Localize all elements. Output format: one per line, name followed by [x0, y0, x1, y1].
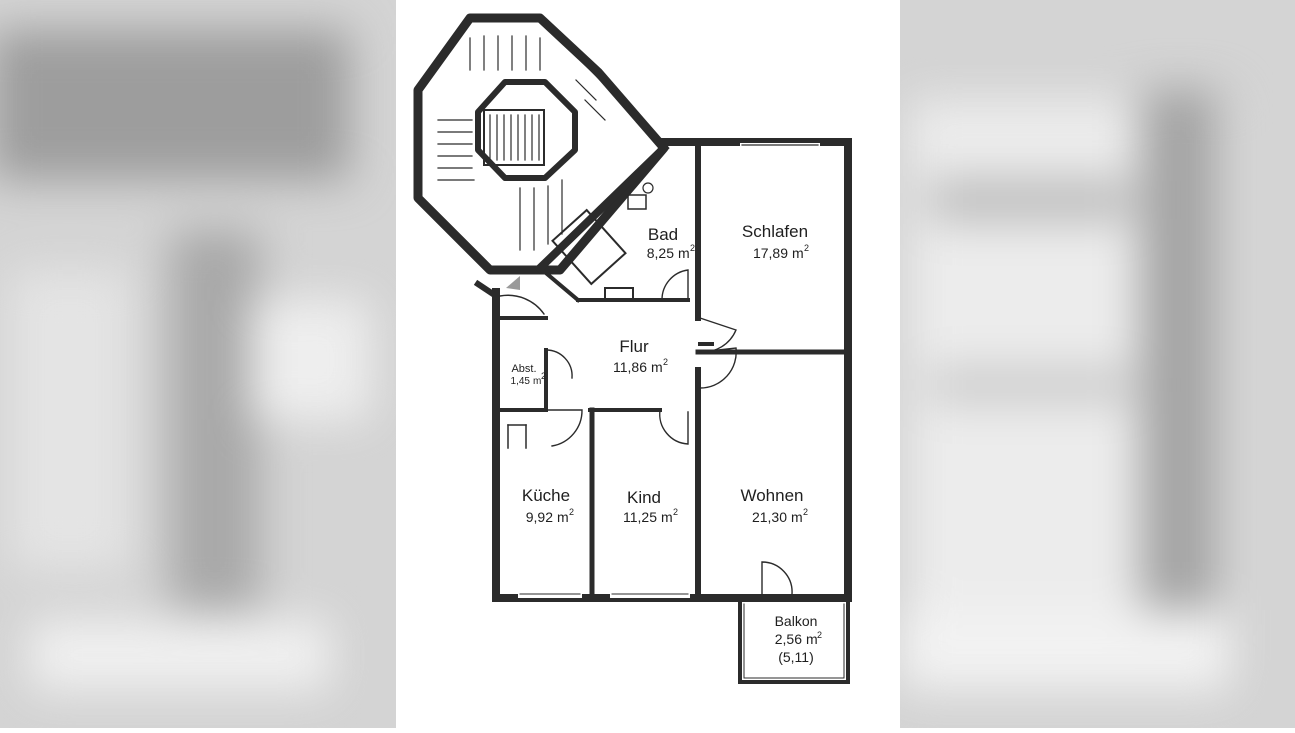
- door-swings: [499, 269, 793, 595]
- svg-text:8,25: 8,25: [647, 245, 674, 261]
- svg-text:2: 2: [803, 507, 808, 517]
- svg-text:m: m: [533, 376, 541, 387]
- svg-text:m: m: [661, 509, 673, 525]
- svg-text:m: m: [557, 509, 569, 525]
- svg-text:2,56: 2,56: [775, 631, 802, 647]
- room-label-bad: Bad 8,25 m 2: [647, 225, 695, 261]
- interior-walls: [500, 143, 849, 599]
- svg-text:11,25: 11,25: [623, 509, 657, 525]
- svg-text:Balkon: Balkon: [775, 613, 818, 629]
- svg-text:Schlafen: Schlafen: [742, 222, 808, 241]
- svg-text:m: m: [678, 245, 690, 261]
- svg-text:m: m: [792, 245, 804, 261]
- svg-text:11,86: 11,86: [613, 359, 647, 375]
- floor-plan-drawing: Bad 8,25 m 2 Schlafen 17,89 m 2 Flur 11,…: [413, 13, 852, 684]
- bathroom-walls: [534, 142, 690, 303]
- svg-text:Küche: Küche: [522, 486, 570, 505]
- svg-text:(5,11): (5,11): [778, 649, 814, 665]
- sink: [627, 194, 647, 210]
- svg-text:2: 2: [569, 507, 574, 517]
- entry-triangle-icon: [506, 276, 520, 290]
- shaft: [604, 287, 634, 301]
- svg-text:21,30: 21,30: [752, 509, 787, 525]
- svg-text:9,92: 9,92: [526, 509, 553, 525]
- blurred-background-right: [900, 0, 1295, 728]
- svg-text:Bad: Bad: [648, 225, 678, 244]
- svg-text:17,89: 17,89: [753, 245, 788, 261]
- room-label-balkon: Balkon 2,56 m 2 (5,11): [775, 613, 822, 665]
- svg-text:Flur: Flur: [619, 337, 649, 356]
- svg-text:Kind: Kind: [627, 488, 661, 507]
- blurred-background-left: [0, 0, 396, 728]
- svg-text:2: 2: [690, 243, 695, 253]
- svg-text:2: 2: [663, 357, 668, 367]
- svg-text:Wohnen: Wohnen: [740, 486, 803, 505]
- room-label-schlafen: Schlafen 17,89 m 2: [742, 222, 809, 261]
- room-label-kind: Kind 11,25 m 2: [623, 488, 678, 525]
- stairwell: [413, 13, 669, 275]
- svg-text:1,45: 1,45: [511, 376, 531, 387]
- svg-text:Abst.: Abst.: [511, 363, 536, 375]
- floor-plan: Bad 8,25 m 2 Schlafen 17,89 m 2 Flur 11,…: [396, 0, 900, 728]
- room-label-wohnen: Wohnen 21,30 m 2: [740, 486, 808, 525]
- balcony: [738, 598, 850, 684]
- svg-text:m: m: [651, 359, 663, 375]
- stair-treads: [437, 35, 649, 251]
- outer-walls: [473, 138, 852, 602]
- room-label-flur: Flur 11,86 m 2: [613, 337, 668, 375]
- bathtub: [551, 208, 627, 286]
- svg-text:m: m: [791, 509, 803, 525]
- room-label-abst: Abst. 1,45 m 2: [511, 363, 546, 387]
- svg-text:2: 2: [804, 243, 809, 253]
- room-label-kueche: Küche 9,92 m 2: [522, 486, 574, 525]
- svg-text:2: 2: [541, 371, 546, 381]
- svg-text:2: 2: [817, 630, 822, 640]
- svg-text:m: m: [806, 631, 818, 647]
- svg-text:2: 2: [673, 507, 678, 517]
